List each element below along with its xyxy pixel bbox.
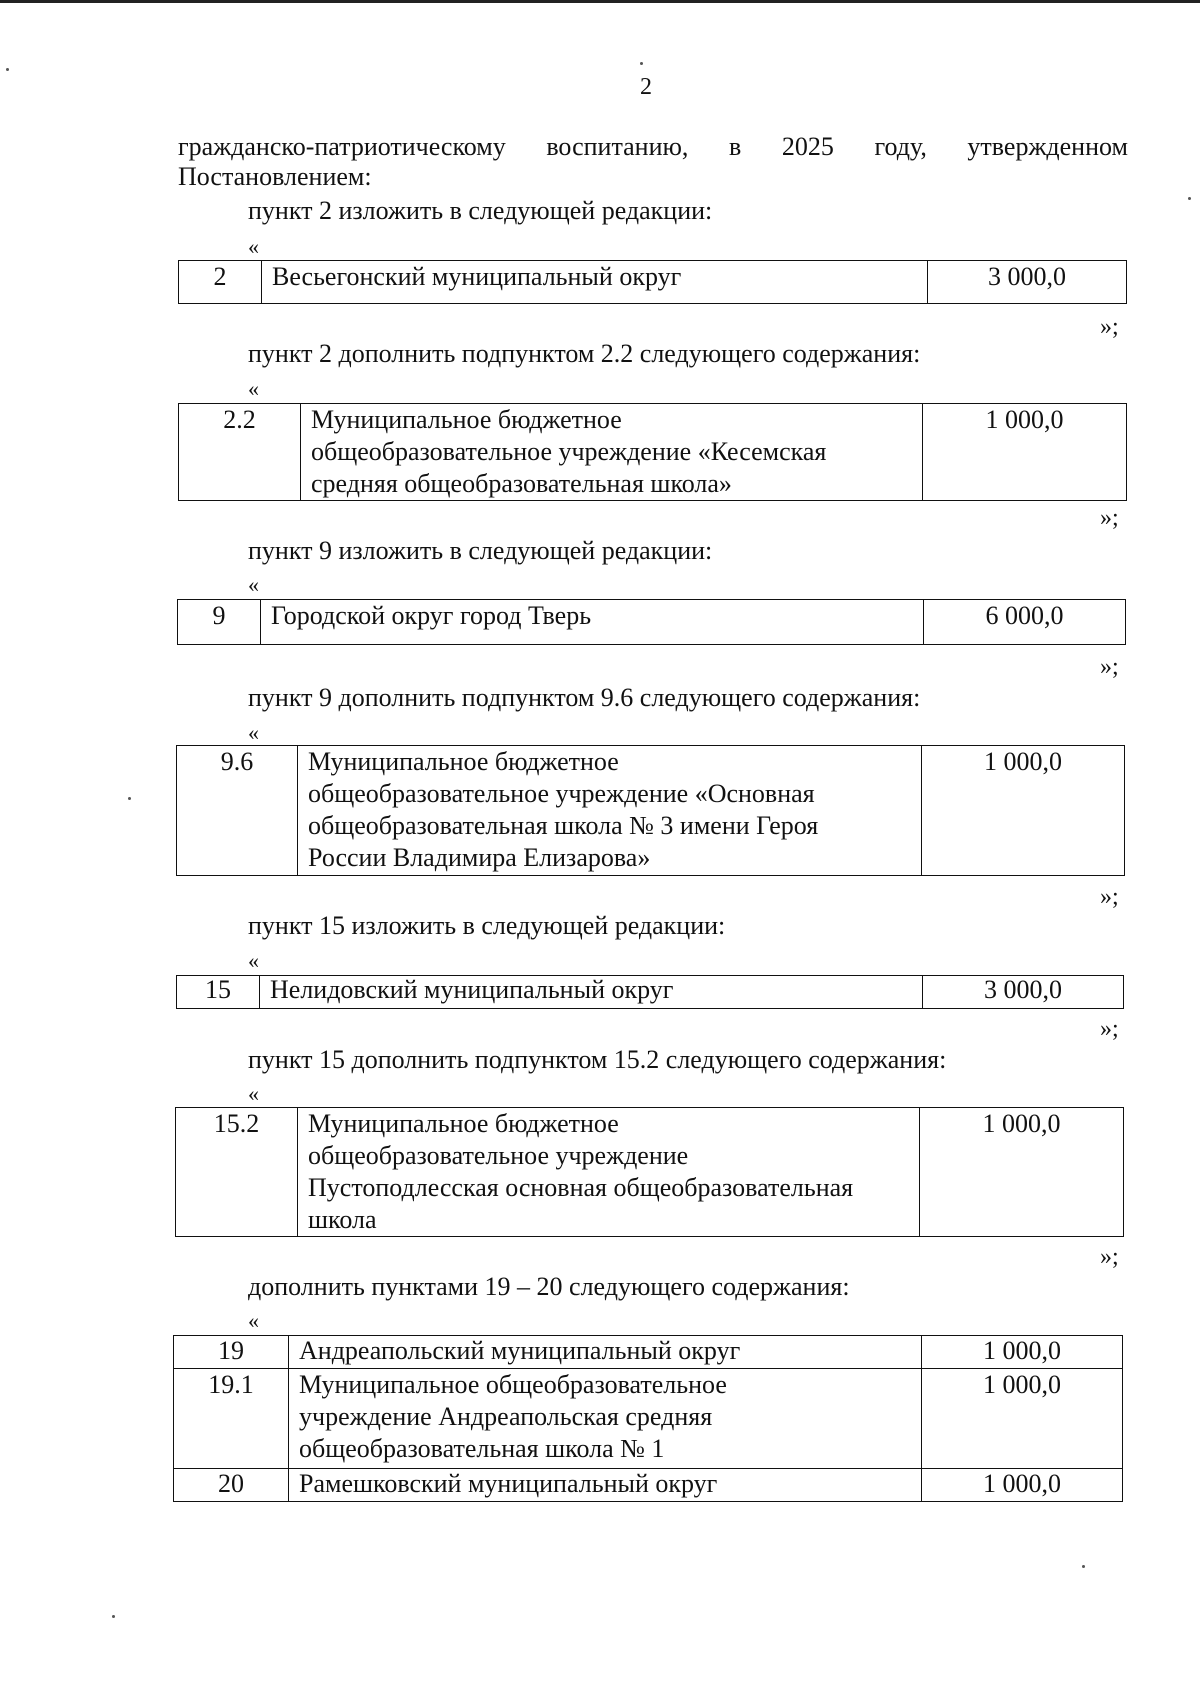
opening-quote: « [248,720,259,745]
name-line: средняя общеобразовательная школа» [311,469,732,498]
recipient-name-cell: Муниципальное бюджетное общеобразователь… [300,403,923,501]
amount-cell: 1 000,0 [921,1335,1123,1369]
name-line: учреждение Андреапольская средняя [299,1402,713,1431]
intro-paragraph: гражданско-патриотическому воспитанию, в… [178,132,1128,192]
scan-speck [6,68,9,71]
recipient-name-cell: Городской округ город Тверь [260,599,924,645]
intro-line-2: Постановлением: [178,162,372,191]
closing-quote: »; [1100,1244,1119,1270]
recipient-name-cell: Муниципальное бюджетное общеобразователь… [297,745,922,876]
closing-quote: »; [1100,1016,1119,1042]
scan-speck [1082,1565,1085,1568]
amendment-table: 9 Городской округ город Тверь 6 000,0 [177,599,1126,645]
item-number-cell: 15.2 [175,1107,298,1237]
name-line: общеобразовательная школа № 3 имени Геро… [308,811,819,840]
intro-word: гражданско-патриотическому [178,132,506,161]
amendment-table: 15.2 Муниципальное бюджетное общеобразов… [175,1107,1124,1237]
opening-quote: « [248,572,259,597]
table-row: 19.1 Муниципальное общеобразовательное у… [173,1368,1123,1469]
opening-quote: « [248,948,259,973]
table-row: 15 Нелидовский муниципальный округ 3 000… [176,975,1124,1009]
instruction-text: пункт 9 дополнить подпунктом 9.6 следующ… [248,683,921,712]
opening-quote: « [248,1081,259,1106]
name-line: Муниципальное бюджетное [308,1109,619,1138]
name-line: школа [308,1205,377,1234]
amount-cell: 1 000,0 [921,745,1125,876]
recipient-name-cell: Рамешковский муниципальный округ [288,1468,922,1502]
table-row: 15.2 Муниципальное бюджетное общеобразов… [175,1107,1124,1237]
amendment-table: 19 Андреапольский муниципальный округ 1 … [173,1335,1123,1502]
amendment-table: 2.2 Муниципальное бюджетное общеобразова… [178,403,1127,501]
table-row: 9.6 Муниципальное бюджетное общеобразова… [176,745,1125,876]
intro-word: в [729,132,742,161]
name-line: общеобразовательная школа № 1 [299,1434,665,1463]
table-row: 20 Рамешковский муниципальный округ 1 00… [173,1468,1123,1502]
instruction-text: дополнить пунктами 19 – 20 следующего со… [248,1272,850,1301]
closing-quote: »; [1100,654,1119,680]
item-number-cell: 9 [177,599,261,645]
scan-speck [640,62,643,65]
intro-word: 2025 [781,132,834,161]
instruction-text: пункт 9 изложить в следующей редакции: [248,536,713,565]
item-number-cell: 9.6 [176,745,298,876]
table-row: 9 Городской округ город Тверь 6 000,0 [177,599,1126,645]
scan-speck [112,1615,115,1618]
recipient-name-cell: Весьегонский муниципальный округ [261,260,928,304]
scan-top-edge [0,0,1200,3]
amount-cell: 3 000,0 [922,975,1124,1009]
amendment-table: 15 Нелидовский муниципальный округ 3 000… [176,975,1124,1009]
intro-word: году, [874,132,927,161]
opening-quote: « [248,376,259,401]
instruction-text: пункт 2 изложить в следующей редакции: [248,196,713,225]
name-line: Муниципальное общеобразовательное [299,1370,727,1399]
recipient-name-cell: Нелидовский муниципальный округ [259,975,923,1009]
recipient-name-cell: Муниципальное бюджетное общеобразователь… [297,1107,920,1237]
table-row: 19 Андреапольский муниципальный округ 1 … [173,1335,1123,1369]
instruction-text: пункт 15 дополнить подпунктом 15.2 следу… [248,1045,947,1074]
table-row: 2.2 Муниципальное бюджетное общеобразова… [178,403,1127,501]
intro-word: воспитанию, [546,132,689,161]
amount-cell: 1 000,0 [919,1107,1124,1237]
intro-word: утвержденном [967,132,1128,161]
scan-speck [128,797,131,800]
amount-cell: 1 000,0 [921,1468,1123,1502]
name-line: Пустоподлесская основная общеобразовател… [308,1173,854,1202]
item-number-cell: 20 [173,1468,289,1502]
name-line: Муниципальное бюджетное [311,405,622,434]
intro-line-1: гражданско-патриотическому воспитанию, в… [178,132,1128,162]
amendment-table: 2 Весьегонский муниципальный округ 3 000… [178,260,1127,304]
amount-cell: 3 000,0 [927,260,1127,304]
amendment-table: 9.6 Муниципальное бюджетное общеобразова… [176,745,1125,876]
table-row: 2 Весьегонский муниципальный округ 3 000… [178,260,1127,304]
scan-speck [1188,197,1191,200]
name-line: общеобразовательное учреждение «Основная [308,779,815,808]
amount-cell: 1 000,0 [921,1368,1123,1469]
opening-quote: « [248,234,259,259]
name-line: общеобразовательное учреждение [308,1141,689,1170]
recipient-name-cell: Муниципальное общеобразовательное учрежд… [288,1368,922,1469]
closing-quote: »; [1100,505,1119,531]
item-number-cell: 2.2 [178,403,301,501]
amount-cell: 6 000,0 [923,599,1126,645]
item-number-cell: 19.1 [173,1368,289,1469]
opening-quote: « [248,1308,259,1333]
instruction-text: пункт 15 изложить в следующей редакции: [248,911,726,940]
closing-quote: »; [1100,884,1119,910]
amount-cell: 1 000,0 [922,403,1127,501]
instruction-text: пункт 2 дополнить подпунктом 2.2 следующ… [248,339,921,368]
page-number: 2 [640,74,652,100]
closing-quote: »; [1100,314,1119,340]
item-number-cell: 19 [173,1335,289,1369]
item-number-cell: 15 [176,975,260,1009]
name-line: Муниципальное бюджетное [308,747,619,776]
name-line: общеобразовательное учреждение «Кесемска… [311,437,827,466]
name-line: России Владимира Елизарова» [308,843,651,872]
item-number-cell: 2 [178,260,262,304]
recipient-name-cell: Андреапольский муниципальный округ [288,1335,922,1369]
